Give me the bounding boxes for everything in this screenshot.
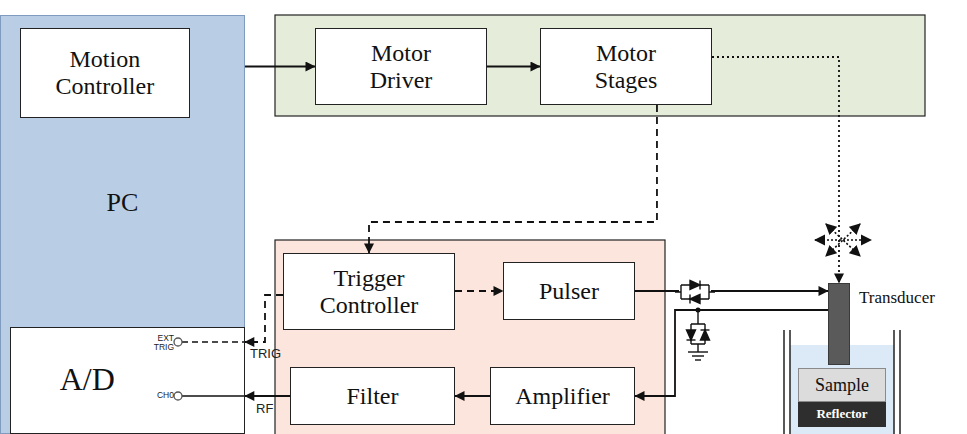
motion-axes-symbol [815,224,871,256]
node-label: Motion Controller [44,46,166,100]
process-box: Motor Stages [540,28,712,105]
ground-diode-symbol [687,308,710,360]
pin-name: CH0 [150,391,174,400]
node-label: PC [1,188,244,217]
converter-box: A/D [10,327,245,434]
sample-block: Sample [798,368,886,402]
motor-panel [275,15,925,116]
node-label: Trigger Controller [308,265,430,319]
diode-pair-symbol [675,281,715,304]
node-label: Reflector [816,407,867,422]
node-label: Motor Driver [340,40,462,94]
node-label: Motor Stages [565,40,687,94]
node-label: Amplifier [515,383,610,410]
transducer: Transducer [828,283,850,365]
signal-connector [487,66,540,68]
node-label: Transducer [859,288,935,307]
process-box: Amplifier [490,367,635,425]
process-box: Filter [290,367,455,425]
computer-panel: PC Motion ControllerA/D [0,15,245,434]
signal-connector [369,105,657,253]
node-label: A/D [60,362,115,398]
process-box: Motion Controller [20,28,190,118]
process-box: Motor Driver [315,28,487,105]
signal-name: RF [256,402,273,416]
signal-connector [245,395,290,397]
signal-connector [455,395,490,397]
reflector-block: Reflector [798,402,886,427]
electronics-panel [275,240,665,434]
node-label: Pulser [539,278,599,305]
pin-name: EXT TRIG [148,334,174,352]
signal-connector [712,57,839,283]
node-label: Sample [815,375,869,395]
signal-name: TRIG [250,347,281,361]
signal-connector [455,290,503,292]
signal-connector [245,295,283,342]
process-box: Pulser [503,262,635,320]
signal-connector [635,290,828,292]
node-label: Filter [347,383,399,410]
process-box: Trigger Controller [283,253,455,330]
